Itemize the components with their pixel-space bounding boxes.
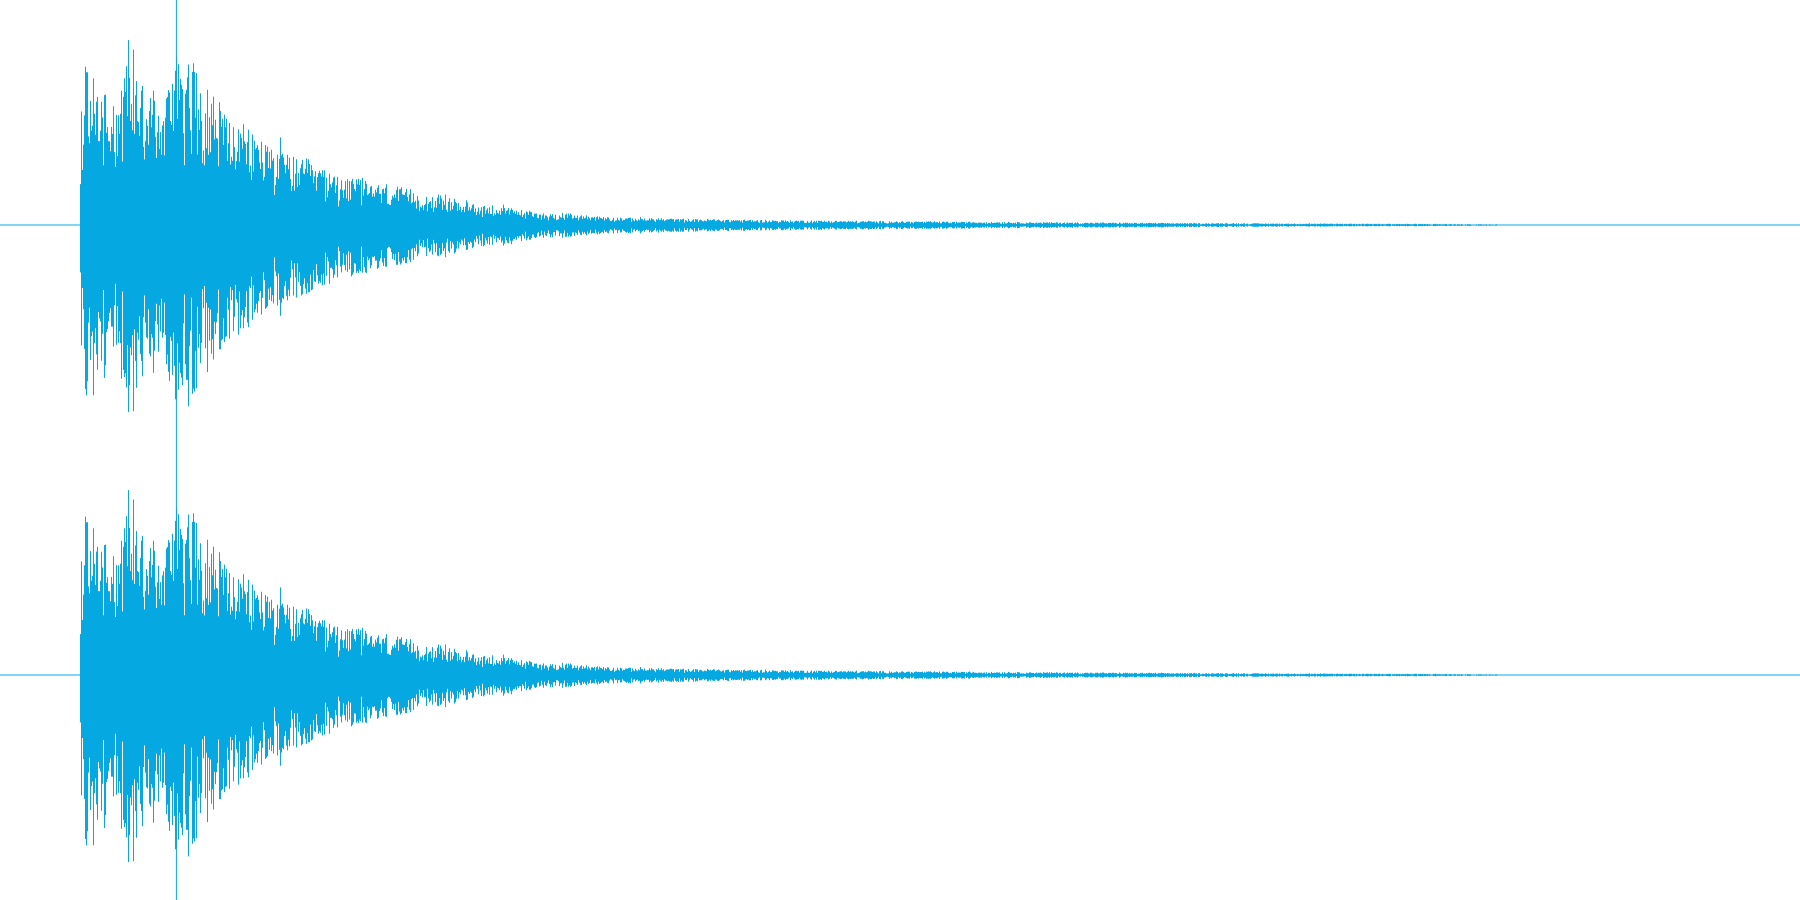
channel-1-waveform[interactable] xyxy=(0,40,1800,413)
channel-2-samples xyxy=(80,490,1505,863)
channel-2-waveform[interactable] xyxy=(0,490,1800,863)
channel-1-samples xyxy=(80,40,1505,413)
